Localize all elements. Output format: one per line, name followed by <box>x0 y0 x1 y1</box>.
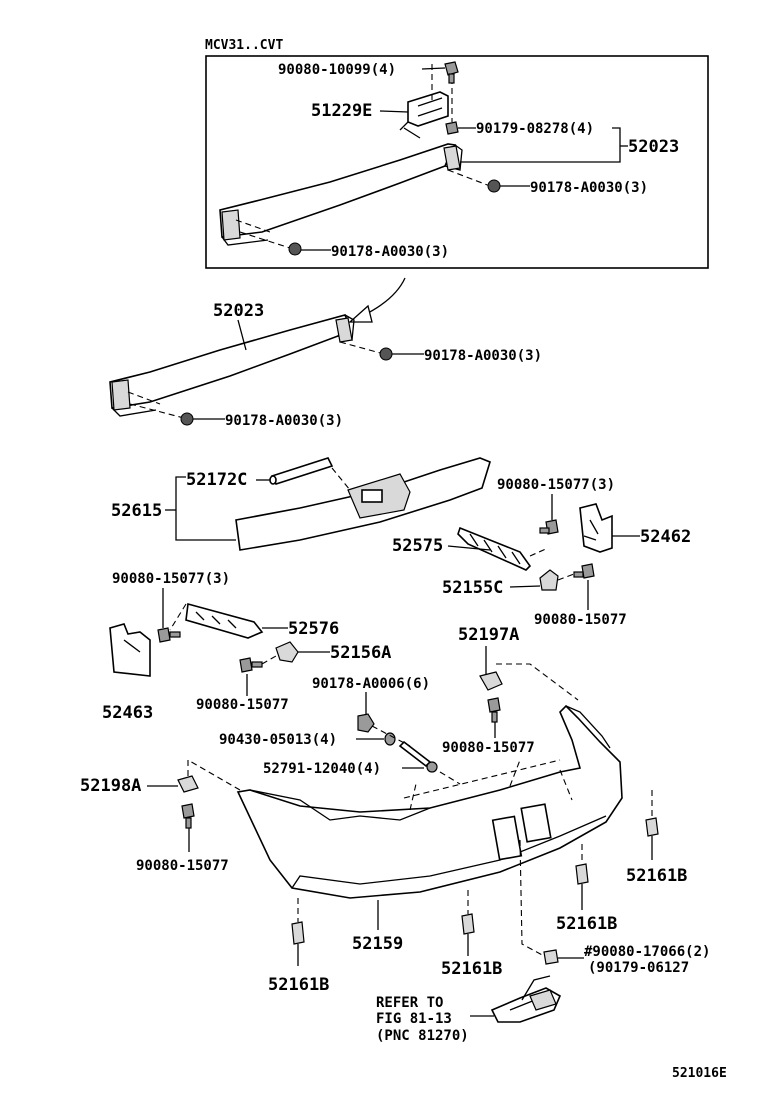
callout-52172c: 52172C <box>186 470 247 490</box>
callout-90080-15077-3-right: 90080-15077(3) <box>497 477 615 493</box>
callout-90178-a0030-inset-right: 90178-A0030(3) <box>530 180 648 196</box>
callout-52161b-right: 52161B <box>626 866 687 886</box>
callout-52791-12040: 52791-12040(4) <box>263 761 381 777</box>
callout-52615: 52615 <box>111 501 162 521</box>
callout-51229e: 51229E <box>311 101 372 121</box>
callout-52197a: 52197A <box>458 625 519 645</box>
clip-52161b-left <box>291 898 305 966</box>
nut-90179-08278 <box>445 121 459 135</box>
clip-52161b-center <box>461 890 475 956</box>
callout-90080-15077-right: 90080-15077 <box>534 612 627 628</box>
callout-52161b-left: 52161B <box>268 975 329 995</box>
transition-arrow <box>348 277 406 323</box>
bolt-90080-10099 <box>444 61 459 84</box>
callout-52161b-center-right: 52161B <box>556 914 617 934</box>
callout-90080-15077-3-left: 90080-15077(3) <box>112 571 230 587</box>
callout-90178-a0006: 90178-A0006(6) <box>312 676 430 692</box>
bolt-90080-15077-52197a <box>487 697 501 723</box>
callout-90179-08278: 90179-08278(4) <box>476 121 594 137</box>
spacer-52172c <box>269 457 334 485</box>
callout-52155c: 52155C <box>442 578 503 598</box>
bolt-90080-15077-52575 <box>539 519 559 535</box>
callout-90179-06127: (90179-06127 <box>588 960 689 976</box>
clip-52197a <box>479 671 503 691</box>
clip-52161b-right <box>645 790 659 860</box>
callout-90080-15077-center: 90080-15077 <box>442 740 535 756</box>
bracket-52462 <box>579 503 613 553</box>
bracket-52575 <box>457 526 549 571</box>
refer-note-line2: FIG 81-13 <box>376 1011 452 1027</box>
retainer-52156a <box>275 641 299 663</box>
refer-note-line1: REFER TO <box>376 995 443 1011</box>
callout-90178-a0030-right: 90178-A0030(3) <box>424 348 542 364</box>
bracket-51229e <box>399 60 453 139</box>
callout-90080-15077-bottom-left: 90080-15077 <box>136 858 229 874</box>
bracket-52463 <box>109 623 151 677</box>
callout-52161b-center: 52161B <box>441 959 502 979</box>
washer-90430-05013 <box>384 732 396 746</box>
license-lamp-assembly <box>490 975 562 1023</box>
absorber-52615 <box>235 457 491 551</box>
nut-90178-a0006 <box>357 713 375 733</box>
bolt-90080-15077-52198a <box>181 803 195 829</box>
nut-90178-a0030-inset-right <box>487 179 501 193</box>
callout-52462: 52462 <box>640 527 691 547</box>
callout-52575: 52575 <box>392 536 443 556</box>
callout-90178-a0030-inset-left: 90178-A0030(3) <box>331 244 449 260</box>
callout-90178-a0030-left: 90178-A0030(3) <box>225 413 343 429</box>
callout-52156a: 52156A <box>330 643 391 663</box>
clip-52161b-center-right <box>575 844 589 910</box>
variant-label: MCV31..CVT <box>205 38 283 53</box>
bumper-cover-52159 <box>236 704 623 899</box>
nut-90178-a0030-right <box>379 347 393 361</box>
bolt-90080-15077-52155c <box>573 563 595 579</box>
callout-52159: 52159 <box>352 934 403 954</box>
callout-90080-17066: #90080-17066(2) <box>584 944 710 960</box>
nut-90178-a0030-inset-left <box>288 242 302 256</box>
callout-52576: 52576 <box>288 619 339 639</box>
callout-90430-05013: 90430-05013(4) <box>219 732 337 748</box>
bolt-90080-15077-52156a <box>239 657 263 673</box>
callout-52023-top: 52023 <box>628 137 679 157</box>
figure-code: 521016E <box>672 1066 727 1081</box>
callout-90080-15077-left: 90080-15077 <box>196 697 289 713</box>
reinforcement-beam-inset <box>219 143 491 249</box>
nut-90080-17066 <box>543 949 559 965</box>
clip-52198a <box>177 775 199 793</box>
refer-note-line3: (PNC 81270) <box>376 1028 469 1044</box>
retainer-52155c <box>539 569 559 591</box>
bolt-90080-15077-52576 <box>157 627 181 643</box>
nut-90178-a0030-left <box>180 412 194 426</box>
variant-inset-box <box>205 55 709 269</box>
stud-52791-12040 <box>398 740 438 773</box>
callout-90080-10099: 90080-10099(4) <box>278 62 396 78</box>
callout-52198a: 52198A <box>80 776 141 796</box>
callout-52463: 52463 <box>102 703 153 723</box>
callout-52023-mid: 52023 <box>213 301 264 321</box>
reinforcement-beam-52023 <box>109 314 385 419</box>
bracket-52576 <box>169 602 264 639</box>
